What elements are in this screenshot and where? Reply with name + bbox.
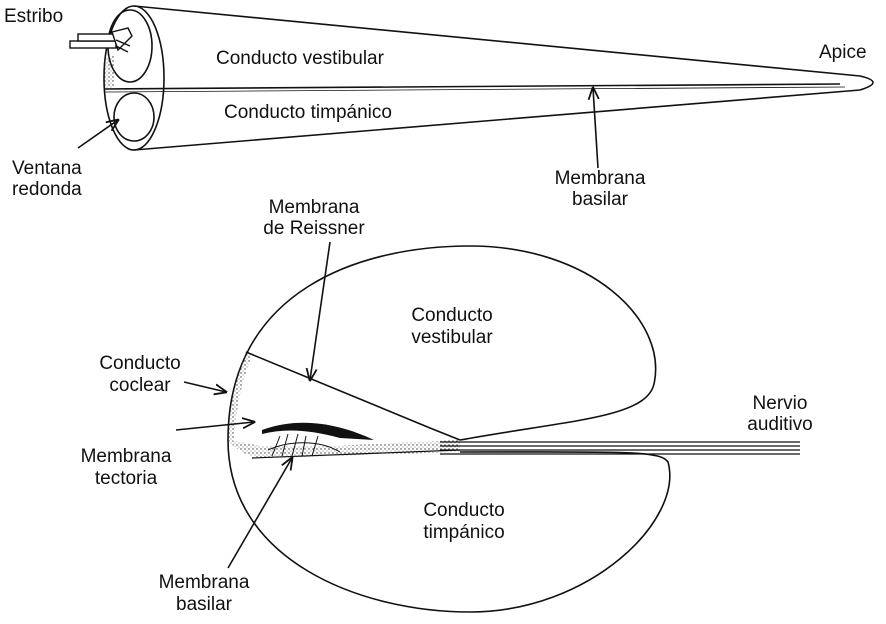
label-membrana-tectoria-2: tectoria	[66, 468, 186, 489]
label-conducto-coclear-2: coclear	[80, 375, 200, 396]
uncoiled-cochlea	[70, 6, 873, 168]
label-membrana-tectoria-1: Membrana	[66, 446, 186, 467]
label-membrana-basilar-top-2: basilar	[540, 189, 660, 210]
label-conducto-coclear-1: Conducto	[80, 353, 200, 374]
round-window	[114, 93, 154, 141]
label-conducto-vestibular-bottom-1: Conducto	[392, 305, 512, 326]
label-membrana-reissner-2: de Reissner	[244, 218, 384, 239]
label-apice: Apice	[819, 42, 867, 63]
stapes-icon	[70, 28, 132, 52]
cochlea-cross-section	[176, 242, 800, 612]
label-ventana-redonda-1: Ventana	[12, 158, 82, 179]
basilar-membrane-line	[104, 84, 840, 89]
label-conducto-timpanico-top: Conducto timpánico	[224, 102, 392, 123]
label-nervio-auditivo-1: Nervio	[730, 393, 830, 414]
label-conducto-vestibular-top: Conducto vestibular	[216, 48, 384, 69]
label-membrana-basilar-top-1: Membrana	[540, 168, 660, 189]
label-membrana-reissner-1: Membrana	[244, 197, 384, 218]
label-nervio-auditivo-2: auditivo	[730, 414, 830, 435]
label-ventana-redonda-2: redonda	[12, 179, 82, 200]
label-estribo: Estribo	[4, 6, 63, 27]
label-conducto-timpanico-bottom-1: Conducto	[404, 500, 524, 521]
label-membrana-basilar-bottom-2: basilar	[144, 594, 264, 615]
label-membrana-basilar-bottom-1: Membrana	[144, 572, 264, 593]
label-conducto-timpanico-bottom-2: timpánico	[404, 522, 524, 543]
label-conducto-vestibular-bottom-2: vestibular	[392, 327, 512, 348]
cochlea-cone-outline	[134, 6, 873, 150]
